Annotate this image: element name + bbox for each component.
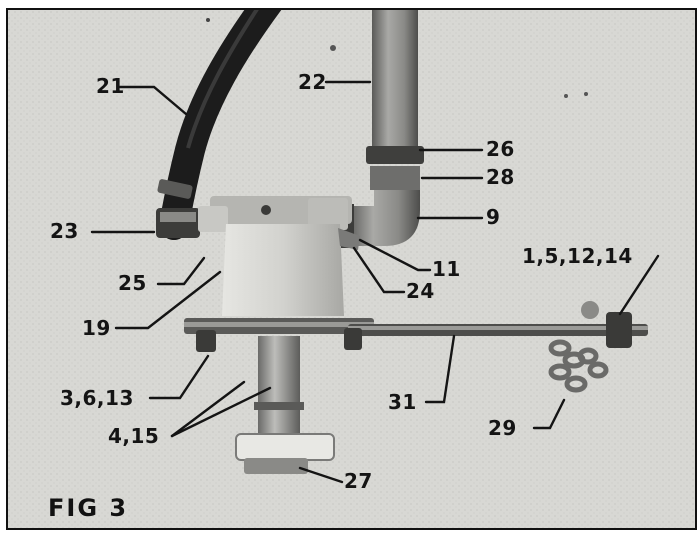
callout-19: 19 <box>82 316 111 340</box>
speck <box>584 92 588 96</box>
callout-11: 11 <box>432 257 461 281</box>
speck <box>330 45 336 51</box>
assembly-photo <box>8 10 695 528</box>
leader-lines <box>90 80 660 484</box>
pump-screw <box>261 205 271 215</box>
leader-24 <box>352 246 406 294</box>
leader-3-6-13 <box>148 354 210 400</box>
callout-22: 22 <box>298 70 327 94</box>
elbow-fitting <box>348 190 420 246</box>
callout-28: 28 <box>486 165 515 189</box>
bolt-left <box>196 330 216 352</box>
pump-right-port <box>308 198 348 230</box>
leader-25 <box>156 256 206 286</box>
callout-25: 25 <box>118 271 147 295</box>
callout-9: 9 <box>486 205 501 229</box>
figure-label: FIG 3 <box>48 494 129 522</box>
leader-29 <box>532 398 566 430</box>
vertical-pipe <box>372 10 418 150</box>
mounting-bar-highlight <box>348 326 648 330</box>
pump-left-port <box>198 206 228 232</box>
pump-fitting <box>338 228 360 250</box>
callout-1-5-12-14: 1,5,12,14 <box>522 244 633 268</box>
callout-4-15: 4,15 <box>108 424 160 448</box>
callout-31: 31 <box>388 390 417 414</box>
callout-29: 29 <box>488 416 517 440</box>
leader-21 <box>118 85 188 116</box>
hose-fitting-highlight <box>160 212 196 222</box>
leader-4-15-b <box>170 386 272 438</box>
leader-27 <box>298 466 344 484</box>
leader-19 <box>114 270 222 330</box>
callout-24: 24 <box>406 279 435 303</box>
hose <box>159 10 282 240</box>
end-washer <box>581 301 599 319</box>
bolt-center <box>344 328 362 350</box>
speck <box>206 18 210 22</box>
leader-1-5-12-14 <box>618 254 660 316</box>
stem-ring <box>254 402 304 410</box>
pump-body <box>222 224 344 316</box>
background-texture <box>8 10 695 528</box>
leader-4-15-a <box>170 380 246 438</box>
photo-frame: 21 22 26 28 23 9 25 11 24 19 1,5,12,14 3… <box>6 8 697 530</box>
callout-23: 23 <box>50 219 79 243</box>
pipe-collar <box>370 166 420 190</box>
callout-26: 26 <box>486 137 515 161</box>
bottom-nut <box>244 458 308 474</box>
callout-21: 21 <box>96 74 125 98</box>
callout-3-6-13: 3,6,13 <box>60 386 134 410</box>
mounting-plate-highlight <box>184 322 374 327</box>
pipe-clamp <box>366 146 424 164</box>
speck <box>564 94 568 98</box>
leader-11 <box>358 238 432 272</box>
callout-27: 27 <box>344 469 373 493</box>
hose-clamp <box>157 179 193 199</box>
pump-stem <box>258 336 300 434</box>
leader-31 <box>424 334 456 404</box>
chain <box>548 339 609 393</box>
hose-highlight <box>186 10 259 149</box>
end-bracket <box>606 312 632 348</box>
